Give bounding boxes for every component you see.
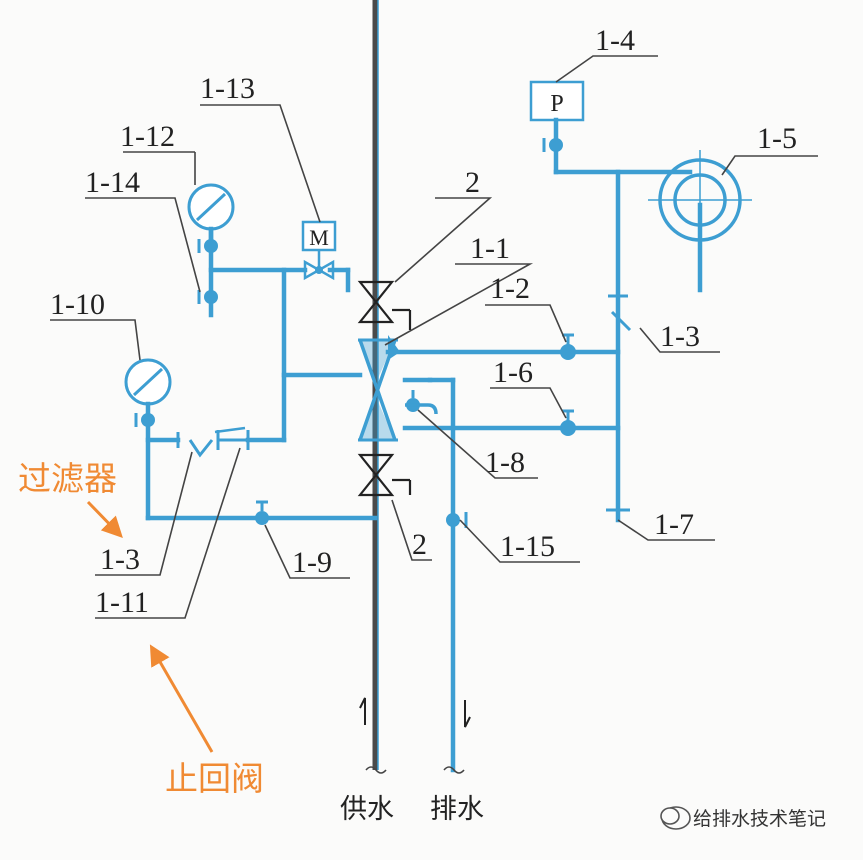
label-1-3-right: 1-3 [660, 320, 700, 353]
alarm-check-valve [358, 335, 400, 442]
pressure-switch-symbol: P [550, 91, 563, 117]
right-vertical-fittings [606, 294, 632, 512]
leader-lines [50, 55, 818, 619]
valve-1-14 [197, 290, 218, 304]
label-1-5: 1-5 [757, 122, 797, 155]
watermark-text: 给排水技术笔记 [693, 808, 826, 830]
drain-valve-1-8 [405, 390, 438, 415]
test-valve-1-6 [560, 409, 576, 436]
valve-1-9 [255, 500, 269, 525]
label-1-12: 1-12 [120, 120, 175, 153]
check-valve-1-11 [214, 426, 250, 450]
label-1-14: 1-14 [85, 166, 140, 199]
pressure-gauge-1-10 [124, 358, 172, 427]
label-2-bottom: 2 [412, 528, 427, 561]
label-1-1: 1-1 [470, 232, 510, 265]
label-1-13: 1-13 [200, 72, 255, 105]
filter-annotation: 过滤器 [18, 459, 117, 498]
motorized-valve-1-13: M [301, 220, 337, 281]
label-1-2: 1-2 [490, 272, 530, 305]
motor-symbol: M [309, 225, 329, 250]
pressure-gauge-1-12 [187, 183, 235, 253]
label-1-6: 1-6 [493, 356, 533, 389]
label-1-9: 1-9 [292, 546, 332, 579]
gate-valve-lower [357, 453, 412, 497]
drain-label: 排水 [430, 794, 484, 824]
label-1-8: 1-8 [485, 446, 525, 479]
alarm-bell [648, 150, 752, 250]
gate-valve-upper [357, 280, 412, 330]
label-1-4: 1-4 [595, 24, 635, 57]
filter-annotation-arrow [86, 500, 123, 539]
supply-label: 供水 [340, 794, 394, 824]
check-valve-annotation: 止回阀 [165, 759, 264, 798]
left-branch [145, 227, 378, 521]
label-1-7: 1-7 [654, 508, 694, 541]
label-1-11: 1-11 [95, 586, 149, 619]
flow-arrows [359, 697, 471, 774]
label-1-3-left: 1-3 [100, 543, 140, 576]
drain-valve-1-15 [446, 512, 468, 528]
right-branch [385, 142, 703, 523]
watermark: 给排水技术笔记 [660, 806, 826, 830]
filter-1-3 [176, 432, 214, 458]
check-valve-annotation-arrow [149, 644, 214, 753]
label-1-10: 1-10 [50, 288, 105, 321]
test-valve-1-2 [560, 333, 576, 360]
label-1-15: 1-15 [500, 530, 555, 563]
pressure-switch: P [529, 80, 585, 152]
label-2-top: 2 [465, 166, 480, 199]
